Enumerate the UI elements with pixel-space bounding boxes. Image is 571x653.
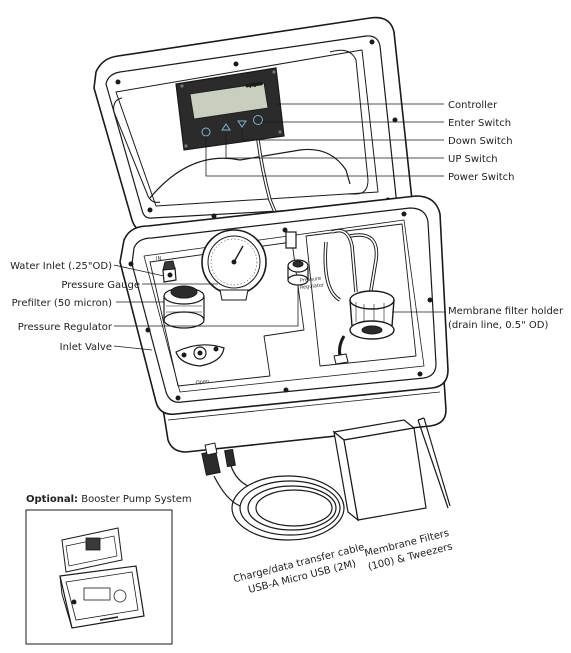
enter-switch-icon bbox=[253, 115, 263, 125]
prefilter-label: Prefilter (50 micron) bbox=[12, 298, 113, 309]
svg-text:Open: Open bbox=[196, 379, 210, 386]
svg-text:Pressure: Pressure bbox=[300, 276, 322, 284]
inlet-valve bbox=[175, 344, 225, 367]
controller-unit: aquiplus bbox=[175, 67, 285, 151]
enter-switch-label: Enter Switch bbox=[448, 118, 511, 129]
down-switch-icon bbox=[237, 120, 247, 128]
up-switch-icon bbox=[221, 123, 231, 131]
optional-caption: Optional: Booster Pump System bbox=[26, 494, 192, 505]
controller-label: Controller bbox=[448, 100, 498, 111]
svg-text:IN: IN bbox=[156, 256, 161, 262]
booster-pump-illustration bbox=[59, 527, 145, 629]
inlet-valve-label: Inlet Valve bbox=[60, 342, 112, 353]
tweezers bbox=[417, 417, 451, 509]
water-inlet-label: Water Inlet (.25"OD) bbox=[10, 261, 112, 272]
pressure-regulator bbox=[285, 231, 309, 286]
membrane-filters-box bbox=[332, 419, 427, 522]
lcd-screen bbox=[189, 82, 269, 120]
membrane-filter-holder bbox=[323, 228, 395, 365]
power-switch-label: Power Switch bbox=[448, 172, 514, 183]
svg-text:Regulator: Regulator bbox=[300, 282, 326, 291]
down-switch-label: Down Switch bbox=[448, 136, 513, 147]
power-switch-icon bbox=[201, 127, 211, 137]
leader-lines bbox=[113, 103, 446, 351]
pressure-gauge-label: Pressure Gauge bbox=[61, 280, 140, 291]
pressure-gauge bbox=[201, 229, 267, 301]
prefilter bbox=[163, 285, 205, 329]
membrane-holder-sublabel: (drain line, 0.5" OD) bbox=[448, 320, 548, 331]
lcd-brand: aquiplus bbox=[245, 81, 262, 88]
water-inlet-fitting bbox=[162, 260, 177, 283]
usb-cable bbox=[201, 442, 345, 541]
up-switch-label: UP Switch bbox=[448, 154, 498, 165]
pressure-regulator-label: Pressure Regulator bbox=[18, 322, 113, 333]
membrane-holder-label: Membrane filter holder bbox=[448, 306, 564, 317]
